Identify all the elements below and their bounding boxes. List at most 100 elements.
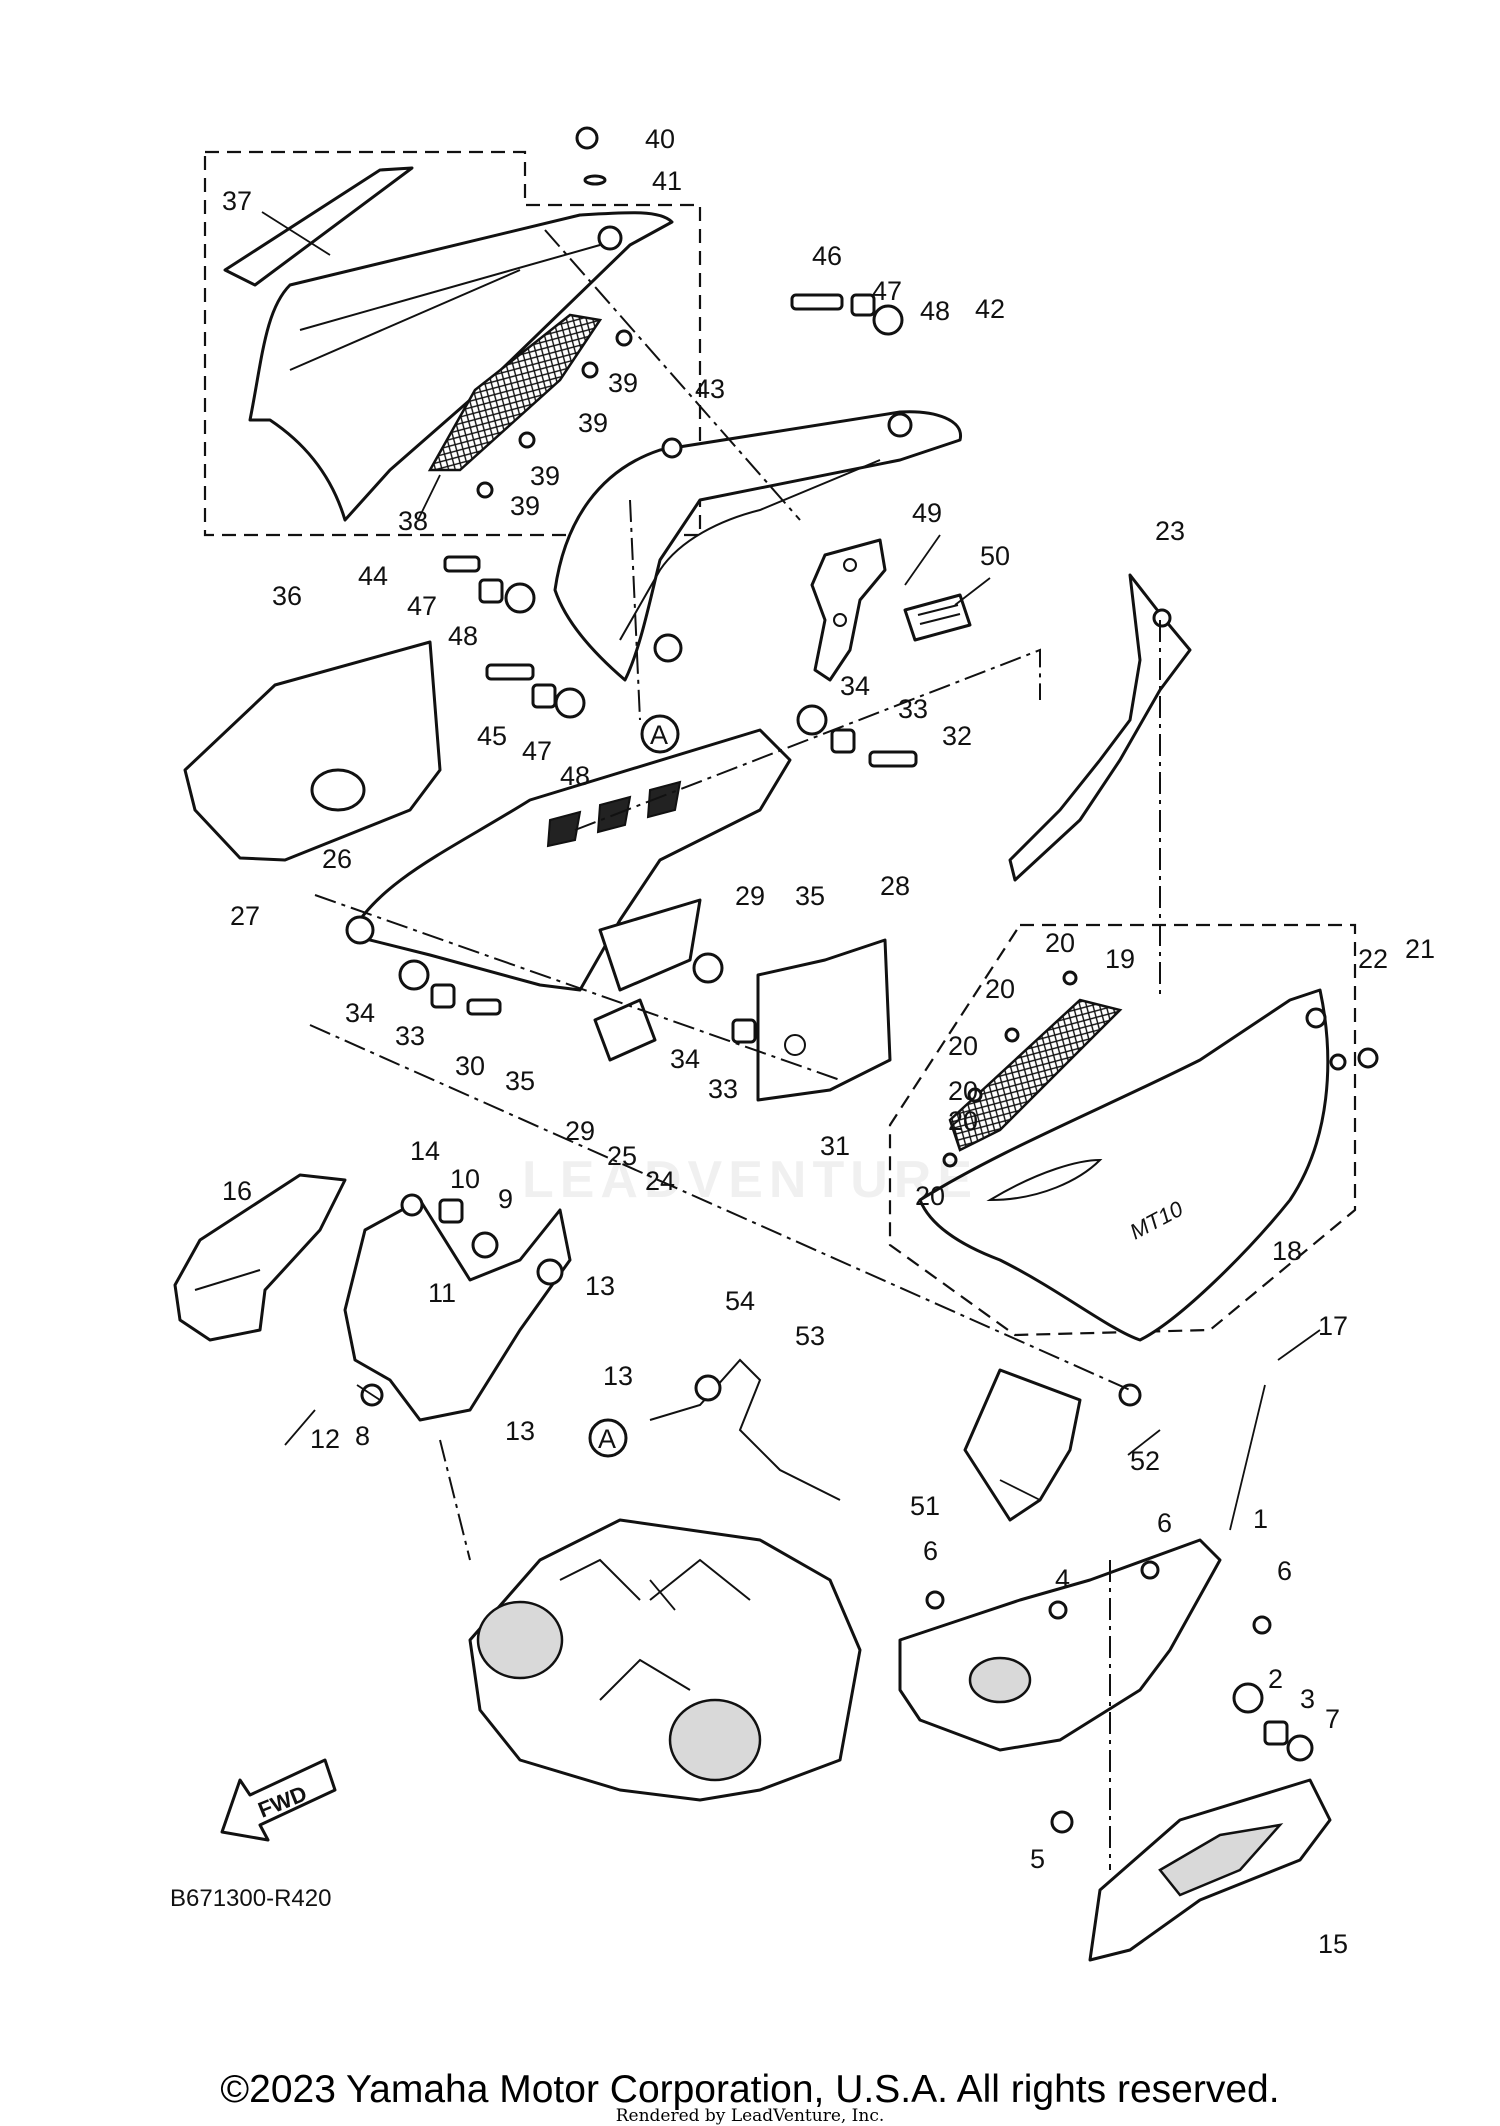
part-50-pad <box>903 593 972 642</box>
part-18-side-panel: MT10 <box>918 988 1330 1342</box>
callout-25: 25 <box>607 1141 637 1171</box>
callout-39: 39 <box>578 408 608 438</box>
callout-20: 20 <box>948 1031 978 1061</box>
callout-1: 1 <box>1253 1504 1268 1534</box>
diagram-reference-code: B671300-R420 <box>170 1885 332 1912</box>
callout-34: 34 <box>345 998 375 1028</box>
part-36-side-cover <box>248 211 674 522</box>
callout-17: 17 <box>1318 1311 1348 1341</box>
callout-26: 26 <box>322 844 352 874</box>
callout-13: 13 <box>585 1271 615 1301</box>
callout-40: 40 <box>645 124 675 154</box>
part-15-cover <box>1088 1778 1332 1962</box>
callout-33: 33 <box>395 1021 425 1051</box>
part-49-bracket <box>810 538 887 682</box>
fasteners <box>360 126 1379 1834</box>
callout-50: 50 <box>980 541 1010 571</box>
callout-31: 31 <box>820 1131 850 1161</box>
part-27-panel <box>183 640 442 862</box>
part-28-plate <box>756 938 892 1102</box>
assembly-box-36 <box>203 150 702 537</box>
callout-30: 30 <box>455 1051 485 1081</box>
callout-2: 2 <box>1268 1664 1283 1694</box>
callout-33: 33 <box>708 1074 738 1104</box>
leader-lines <box>261 211 1321 1611</box>
callout-6: 6 <box>1157 1508 1172 1538</box>
callout-22: 22 <box>1358 944 1388 974</box>
callout-39: 39 <box>510 491 540 521</box>
copyright-notice: ©2023 Yamaha Motor Corporation, U.S.A. A… <box>220 2068 1280 2111</box>
callout-16: 16 <box>222 1176 252 1206</box>
callout-37: 37 <box>222 186 252 216</box>
callout-44: 44 <box>358 561 388 591</box>
part-16-bracket <box>173 1173 347 1342</box>
reference-mark-label: A <box>598 1424 616 1454</box>
callout-39: 39 <box>530 461 560 491</box>
callout-18: 18 <box>1272 1236 1302 1266</box>
callout-5: 5 <box>1030 1844 1045 1874</box>
callout-20: 20 <box>948 1106 978 1136</box>
reference-mark-a-1: A <box>640 714 680 754</box>
callout-29: 29 <box>565 1116 595 1146</box>
part-53-link-rod <box>649 1358 841 1501</box>
part-38-mesh <box>427 313 603 472</box>
callout-20: 20 <box>1045 928 1075 958</box>
callout-6: 6 <box>1277 1556 1292 1586</box>
callout-49: 49 <box>912 498 942 528</box>
callout-33: 33 <box>898 694 928 724</box>
callout-20: 20 <box>985 974 1015 1004</box>
callout-35: 35 <box>795 881 825 911</box>
callout-34: 34 <box>840 671 870 701</box>
part-37-strip <box>223 166 414 287</box>
callout-14: 14 <box>410 1136 440 1166</box>
assembly-box-17 <box>888 923 1357 1337</box>
callout-21: 21 <box>1405 934 1435 964</box>
part-42-cover <box>553 410 962 682</box>
callout-7: 7 <box>1325 1704 1340 1734</box>
callout-12: 12 <box>310 1424 340 1454</box>
callout-15: 15 <box>1318 1929 1348 1959</box>
callout-53: 53 <box>795 1321 825 1351</box>
callout-48: 48 <box>448 621 478 651</box>
engine-block <box>468 1518 862 1802</box>
reference-mark-label: A <box>650 720 668 750</box>
callout-47: 47 <box>872 276 902 306</box>
callout-38: 38 <box>398 506 428 536</box>
callout-41: 41 <box>652 166 682 196</box>
callout-19: 19 <box>1105 944 1135 974</box>
part-51-bracket <box>963 1368 1082 1522</box>
callout-43: 43 <box>695 374 725 404</box>
callout-42: 42 <box>975 294 1005 324</box>
callout-numbers: 1 2 3 4 5 6 6 6 7 8 9 10 11 12 13 13 13 … <box>222 124 1435 1959</box>
callout-47: 47 <box>407 591 437 621</box>
part-19-mesh <box>948 998 1123 1152</box>
part-1-bracket <box>898 1538 1222 1752</box>
callout-35: 35 <box>505 1066 535 1096</box>
reference-mark-a-2: A <box>588 1418 628 1458</box>
callout-48: 48 <box>920 296 950 326</box>
callout-39: 39 <box>608 368 638 398</box>
callout-20: 20 <box>948 1076 978 1106</box>
callout-46: 46 <box>812 241 842 271</box>
part-26-frame-cover <box>345 728 792 1062</box>
callout-11: 11 <box>428 1278 456 1308</box>
callout-20: 20 <box>915 1181 945 1211</box>
callout-6: 6 <box>923 1536 938 1566</box>
callout-36: 36 <box>272 581 302 611</box>
callout-3: 3 <box>1300 1684 1315 1714</box>
callout-51: 51 <box>910 1491 940 1521</box>
callout-13: 13 <box>505 1416 535 1446</box>
callout-45: 45 <box>477 721 507 751</box>
callout-8: 8 <box>355 1421 370 1451</box>
callout-13: 13 <box>603 1361 633 1391</box>
callout-24: 24 <box>645 1166 675 1196</box>
callout-29: 29 <box>735 881 765 911</box>
callout-23: 23 <box>1155 516 1185 546</box>
callout-47: 47 <box>522 736 552 766</box>
callout-4: 4 <box>1055 1564 1070 1594</box>
callout-32: 32 <box>942 721 972 751</box>
fwd-arrow-icon: FWD <box>220 1758 337 1842</box>
callout-48: 48 <box>560 761 590 791</box>
callout-10: 10 <box>450 1164 480 1194</box>
